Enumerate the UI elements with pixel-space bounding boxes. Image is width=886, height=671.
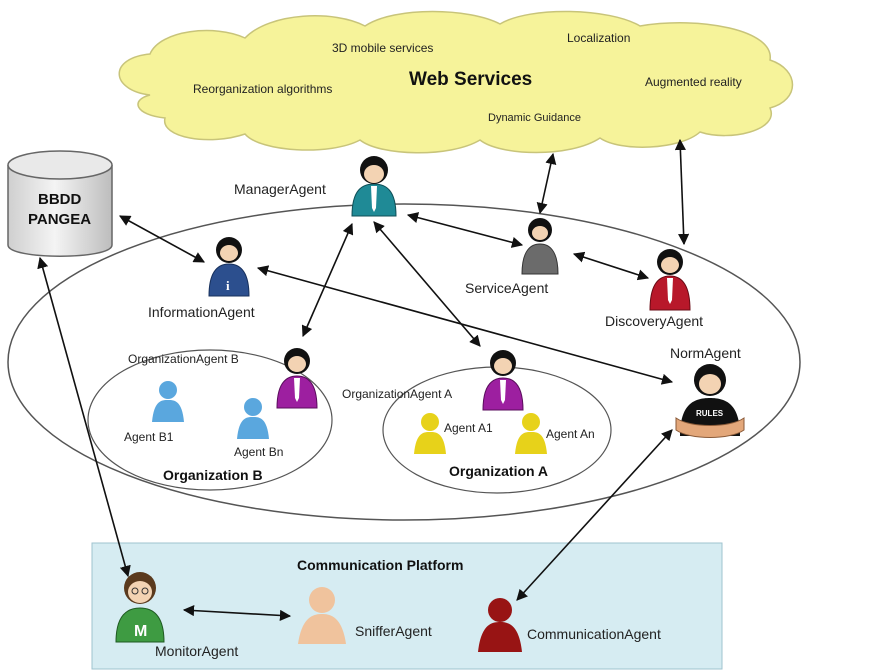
norm-agent-badge: RULES	[696, 409, 724, 418]
system-boundary-ellipse	[7, 203, 801, 521]
agent-b1-label: Agent B1	[124, 430, 174, 444]
arrow-monitor-sniffer	[182, 604, 292, 622]
communication-agent-label: CommunicationAgent	[527, 626, 661, 642]
norm-agent-icon: RULES	[675, 364, 745, 438]
cloud-shape	[118, 10, 794, 154]
arrow-discovery-cloud	[674, 138, 690, 246]
arrow-db-monitor	[37, 256, 131, 578]
cloud-item-reorganization: Reorganization algorithms	[193, 82, 332, 96]
agent-a1-label: Agent A1	[444, 421, 493, 435]
agent-b1	[152, 381, 184, 422]
agent-bn	[237, 398, 269, 439]
discovery-agent-label: DiscoveryAgent	[605, 313, 703, 329]
svg-text:i: i	[226, 278, 230, 293]
agent-bn-label: Agent Bn	[234, 445, 283, 459]
organization-agent-b	[276, 348, 318, 409]
arrow-norm-communication	[516, 429, 673, 601]
cloud-item-3d-mobile: 3D mobile services	[332, 41, 433, 55]
organization-a-label: Organization A	[449, 463, 548, 479]
organization-agent-a	[482, 350, 524, 411]
agent-b1-icon	[152, 381, 184, 422]
organization-agent-b-label: OrganizationAgent B	[128, 352, 239, 366]
web-services-cloud: 3D mobile services Localization Web Serv…	[118, 10, 794, 154]
information-agent: i	[208, 237, 250, 297]
sniffer-agent-label: SnifferAgent	[355, 623, 432, 639]
agent-an-icon	[515, 413, 547, 454]
discovery-agent-icon	[649, 249, 691, 311]
service-agent	[521, 218, 559, 275]
cloud-item-dynamic-guidance: Dynamic Guidance	[488, 112, 581, 124]
connection-arrows	[37, 138, 690, 622]
monitor-agent-badge: M	[134, 623, 147, 640]
cloud-title: Web Services	[409, 69, 532, 90]
manager-agent	[351, 156, 397, 217]
agent-bn-icon	[237, 398, 269, 439]
agent-a1	[414, 413, 446, 454]
organization-agent-b-icon	[276, 348, 318, 409]
information-agent-icon: i	[208, 237, 250, 297]
agent-an-label: Agent An	[546, 427, 595, 441]
cloud-item-localization: Localization	[567, 31, 630, 45]
arrow-service-cloud	[536, 152, 557, 215]
discovery-agent	[649, 249, 691, 311]
monitor-agent: M	[115, 572, 165, 643]
arrow-service-discovery	[572, 251, 650, 281]
monitor-agent-icon: M	[115, 572, 165, 643]
arrow-information-norm	[256, 265, 674, 385]
manager-agent-icon	[351, 156, 397, 217]
service-agent-label: ServiceAgent	[465, 280, 548, 296]
agent-a1-icon	[414, 413, 446, 454]
monitor-agent-label: MonitorAgent	[155, 643, 238, 659]
manager-agent-label: ManagerAgent	[234, 181, 326, 197]
communication-platform-title: Communication Platform	[297, 557, 463, 573]
database-label-line2: PANGEA	[28, 211, 91, 228]
information-agent-label: InformationAgent	[148, 304, 255, 320]
sniffer-agent-icon	[298, 587, 346, 644]
sniffer-agent	[298, 587, 346, 644]
arrow-db-information	[119, 215, 205, 263]
arrow-manager-service	[406, 212, 524, 248]
organization-agent-a-label: OrganizationAgent A	[342, 387, 452, 401]
communication-agent-icon	[478, 598, 522, 652]
database-bbdd-pangea: BBDD PANGEA	[7, 150, 113, 257]
cloud-item-augmented-reality: Augmented reality	[645, 75, 742, 89]
communication-agent	[478, 598, 522, 652]
norm-agent: RULES	[675, 364, 745, 438]
organization-agent-a-icon	[482, 350, 524, 411]
organization-b-label: Organization B	[163, 467, 263, 483]
database-label-line1: BBDD	[38, 191, 81, 208]
norm-agent-label: NormAgent	[670, 345, 741, 361]
agent-an	[515, 413, 547, 454]
service-agent-icon	[521, 218, 559, 275]
arrow-manager-orgagent-b	[301, 222, 354, 338]
